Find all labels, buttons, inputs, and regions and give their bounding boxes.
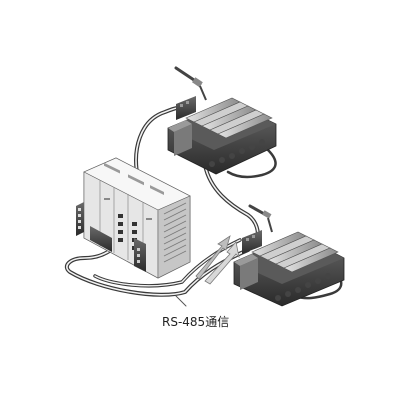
rs485-caption: RS-485通信 <box>162 315 230 329</box>
valve-manifold-1 <box>167 96 277 175</box>
air-connector-1 <box>174 66 207 101</box>
flow-arrow-down <box>204 241 240 285</box>
flow-arrow-up <box>195 235 231 280</box>
valve-manifold-2 <box>233 230 345 307</box>
plc-controller <box>76 157 191 279</box>
signal-flow-arrows <box>195 235 240 285</box>
air-connector-2 <box>248 204 273 233</box>
